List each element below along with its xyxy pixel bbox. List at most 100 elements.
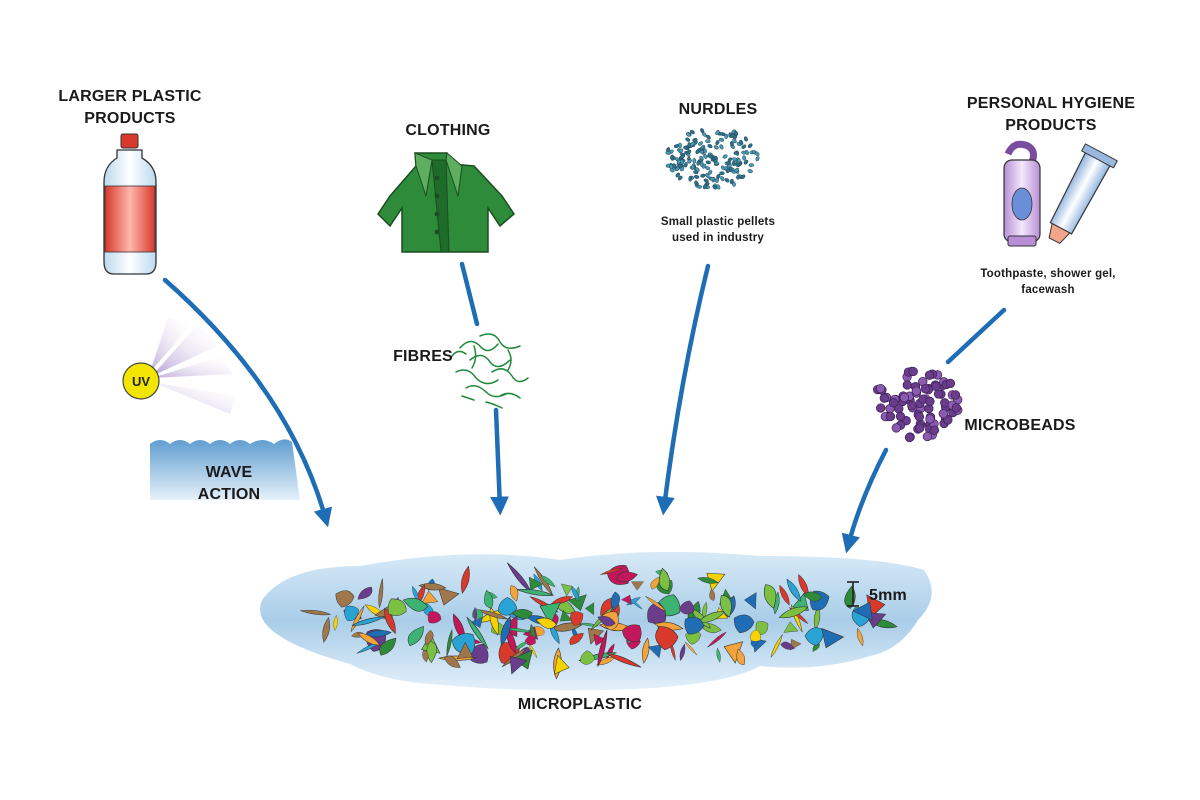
microplastic-fragments <box>300 562 898 680</box>
nurdle-pellet <box>690 164 695 170</box>
wave-icon <box>150 439 300 500</box>
microplastic-fragment <box>593 633 607 646</box>
microplastic-fragment <box>424 630 434 646</box>
nurdle-pellet <box>748 163 754 167</box>
microplastic-fragment <box>622 624 642 642</box>
microplastic-fragment <box>533 566 554 596</box>
microbead <box>922 431 933 442</box>
microbead <box>876 403 886 413</box>
microbead <box>925 414 935 424</box>
microplastic-fragment <box>720 594 732 618</box>
nurdles-caption-line2: used in industry <box>671 232 765 244</box>
nurdle-pellet <box>675 172 681 178</box>
nurdle-pellet <box>724 178 730 183</box>
microplastic-fragment <box>780 641 795 650</box>
microplastic-fragment <box>473 606 478 622</box>
nurdle-pellet <box>734 130 739 136</box>
microbeads-label: MICROBEADS <box>964 417 1076 434</box>
microbead <box>914 412 925 422</box>
nurdles-label: NURDLES <box>678 101 758 118</box>
nurdle-pellet <box>696 184 702 189</box>
uv-sun-icon <box>122 362 160 400</box>
nurdles-caption-line1: Small plastic pellets <box>660 216 776 228</box>
nurdle-pellet <box>722 154 728 159</box>
microplastic-fragment <box>783 621 799 633</box>
arrow-bottle-to-microplastic <box>162 277 333 528</box>
microplastic-fragment <box>778 606 809 619</box>
microplastic-fragment <box>506 562 532 594</box>
nurdle-pellet <box>685 137 691 142</box>
microplastic-fragment <box>789 607 809 625</box>
nurdle-pellet <box>715 140 720 146</box>
microplastic-fragment <box>378 578 384 609</box>
fibres-label: FIBRES <box>393 348 453 365</box>
microplastic-fragment <box>597 629 608 668</box>
personal-hygiene-caption-line1: Toothpaste, shower gel, <box>980 268 1116 280</box>
microbead <box>943 415 953 425</box>
nurdles-icon <box>665 128 760 190</box>
nurdle-pellet <box>694 180 698 186</box>
microplastic-fragment <box>779 584 790 606</box>
microplastic-fragment <box>584 602 595 616</box>
nurdle-pellet <box>686 149 692 155</box>
nurdle-pellet <box>705 166 711 171</box>
microplastic-fragment <box>550 596 574 605</box>
nurdle-pellet <box>678 148 684 154</box>
microplastic-fragment <box>511 608 533 620</box>
microplastic-fragment <box>600 567 623 575</box>
microplastic-fragment <box>407 625 424 647</box>
microplastic-fragment <box>322 616 330 643</box>
nurdle-pellet <box>720 176 725 182</box>
nurdle-pellet <box>700 128 705 134</box>
microbead <box>911 386 921 396</box>
microplastic-fragment <box>856 627 864 647</box>
microplastic-fragment <box>716 647 721 663</box>
microbeads-icon <box>873 366 963 443</box>
microplastic-fragment <box>679 600 695 615</box>
nurdle-pellet <box>719 144 724 150</box>
microbead <box>902 380 912 390</box>
microplastic-fragment <box>597 615 616 627</box>
nurdle-pellet <box>670 154 674 160</box>
microplastic-fragment <box>506 628 532 633</box>
microplastic-fragment <box>452 633 476 654</box>
microplastic-fragment <box>528 576 544 591</box>
microplastic-fragment <box>351 616 386 626</box>
microplastic-fragment <box>466 616 489 650</box>
microplastic-fragment <box>539 602 561 626</box>
microplastic-fragment <box>684 641 698 656</box>
nurdle-pellet <box>689 129 695 135</box>
microplastic-fragment <box>500 616 511 646</box>
arrow-hygiene-to-microbeads <box>945 307 1007 365</box>
nurdle-pellet <box>743 159 749 165</box>
nurdle-pellet <box>720 165 726 171</box>
larger-plastic-line1: LARGER PLASTIC <box>58 88 202 105</box>
fibres-icon <box>451 333 529 409</box>
microplastic-fragment <box>658 567 671 591</box>
microplastic-fragment <box>456 641 473 660</box>
microplastic-fragment <box>412 585 419 602</box>
microplastic-label: MICROPLASTIC <box>517 696 643 713</box>
jacket-icon <box>377 152 515 253</box>
uv-label: UV <box>132 374 150 389</box>
nurdle-pellet <box>700 173 706 178</box>
nurdle-pellet <box>683 145 689 150</box>
microplastic-fragment <box>514 641 528 650</box>
nurdle-pellet <box>716 184 721 190</box>
nurdle-pellet <box>665 150 671 155</box>
arrow-fibres-to-microplastic <box>490 407 509 516</box>
microplastic-fragment <box>707 631 727 648</box>
microplastic-fragment <box>509 585 519 602</box>
microplastic-fragment <box>605 653 642 668</box>
nurdle-pellet <box>687 159 692 164</box>
microplastic-fragment <box>422 650 429 663</box>
nurdle-pellet <box>713 145 719 150</box>
microbead <box>885 411 896 422</box>
microplastic-fragment <box>559 609 573 622</box>
nurdle-pellet <box>736 158 741 164</box>
shower-gel-bottle-icon <box>1003 140 1041 247</box>
nurdle-pellet <box>715 130 720 135</box>
microplastic-fragment <box>509 655 528 675</box>
scale-bar-icon <box>847 581 859 607</box>
nurdle-pellet <box>747 169 753 174</box>
